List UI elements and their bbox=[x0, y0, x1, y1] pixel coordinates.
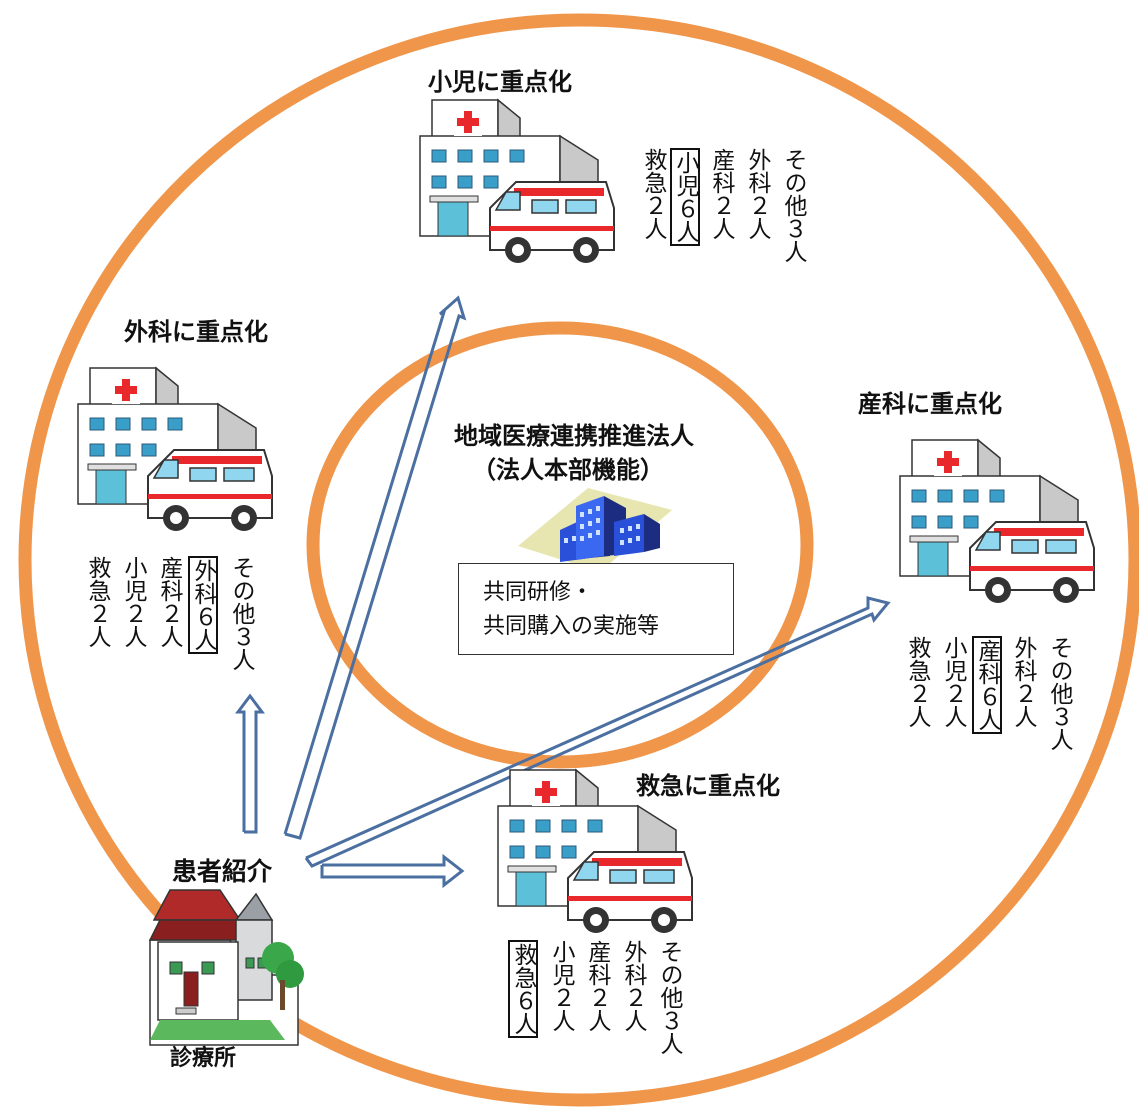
hospital-pediatrics-icon bbox=[419, 99, 615, 264]
staff-emergency: 救急２人 bbox=[640, 148, 666, 240]
staff-count: ６人 bbox=[974, 685, 1000, 731]
center-title-line2: （法人本部機能） bbox=[472, 456, 664, 484]
hospital-surgery-icon bbox=[77, 367, 273, 532]
arrow-to-surgery bbox=[235, 693, 265, 834]
staff-pediatrics: 小児２人 bbox=[548, 940, 574, 1032]
staff-label: 外科 bbox=[190, 559, 216, 605]
staff-count: ６人 bbox=[510, 989, 536, 1035]
staff-surgery: 外科２人 bbox=[744, 148, 770, 240]
arrow-to-emergency bbox=[320, 853, 465, 889]
staff-pediatrics-focus: 小児６人 bbox=[670, 148, 700, 246]
staff-pediatrics: 小児２人 bbox=[120, 556, 146, 648]
arrow-to-pediatrics bbox=[283, 295, 467, 840]
inner-ring bbox=[306, 321, 814, 769]
staff-emergency: 救急２人 bbox=[84, 556, 110, 648]
outer-ring bbox=[18, 13, 1139, 1107]
staff-surgery: 外科２人 bbox=[1010, 636, 1036, 728]
staff-other: その他３人 bbox=[656, 940, 682, 1055]
clinic-label: 診療所 bbox=[170, 1046, 237, 1071]
center-title-line1: 地域医療連携推進法人 bbox=[454, 422, 694, 450]
staff-obstetrics-focus: 産科６人 bbox=[972, 636, 1002, 734]
center-box-line2: 共同購入の実施等 bbox=[483, 614, 660, 639]
center-box-line1: 共同研修・ bbox=[483, 580, 594, 605]
staff-count: ６人 bbox=[672, 197, 698, 243]
staff-obstetrics: 産科２人 bbox=[584, 940, 610, 1032]
staff-surgery: 外科２人 bbox=[620, 940, 646, 1032]
staff-label: 救急 bbox=[510, 943, 536, 989]
headquarters-building-icon bbox=[518, 488, 672, 572]
staff-count: ６人 bbox=[190, 605, 216, 651]
staff-other: その他３人 bbox=[228, 556, 254, 671]
patient-referral-label: 患者紹介 bbox=[172, 857, 273, 886]
center-activities-box: 共同研修・ 共同購入の実施等 bbox=[458, 563, 734, 655]
clinic-house-icon bbox=[148, 889, 304, 1046]
staff-obstetrics: 産科２人 bbox=[708, 148, 734, 240]
pediatrics-title: 小児に重点化 bbox=[428, 68, 572, 96]
staff-surgery-focus: 外科６人 bbox=[188, 556, 218, 654]
staff-pediatrics: 小児２人 bbox=[940, 636, 966, 728]
staff-label: 小児 bbox=[672, 151, 698, 197]
hospital-obstetrics-icon bbox=[899, 439, 1095, 604]
surgery-title: 外科に重点化 bbox=[124, 318, 268, 346]
staff-emergency-focus: 救急６人 bbox=[508, 940, 538, 1038]
obstetrics-title: 産科に重点化 bbox=[858, 390, 1002, 418]
staff-emergency: 救急２人 bbox=[904, 636, 930, 728]
staff-other: その他３人 bbox=[1046, 636, 1072, 751]
staff-obstetrics: 産科２人 bbox=[156, 556, 182, 648]
staff-label: 産科 bbox=[974, 639, 1000, 685]
arrow-to-obstetrics bbox=[304, 596, 891, 868]
emergency-title: 救急に重点化 bbox=[636, 772, 780, 800]
staff-other: その他３人 bbox=[780, 148, 806, 263]
